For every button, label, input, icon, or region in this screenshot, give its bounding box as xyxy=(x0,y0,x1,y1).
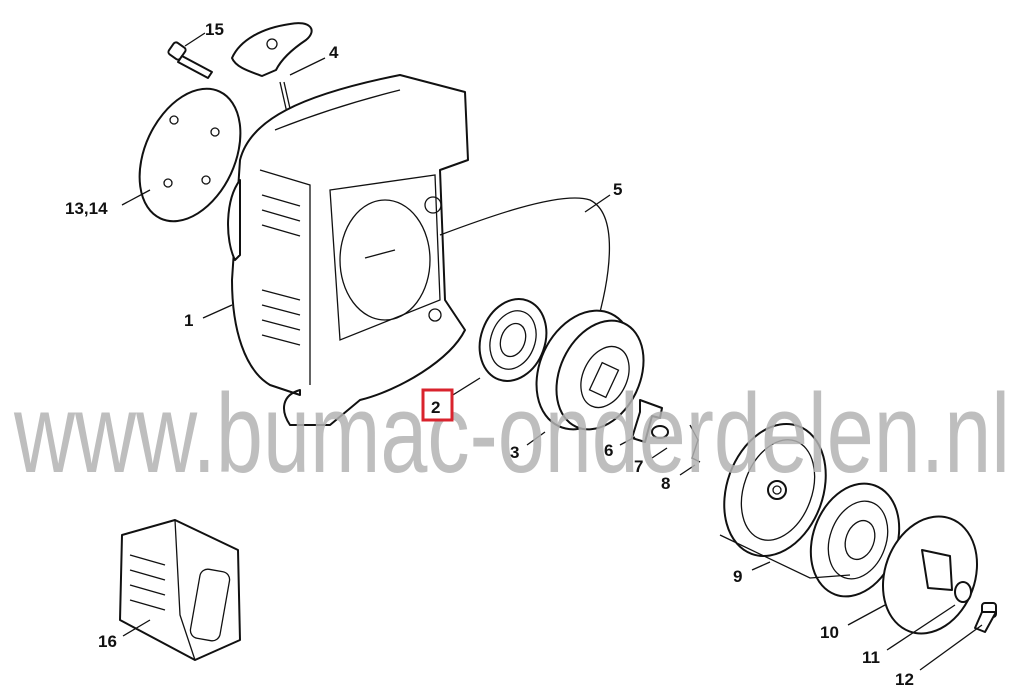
part-4-starter-grip xyxy=(231,22,313,136)
part-11-washer xyxy=(954,581,972,603)
callout-3: 3 xyxy=(510,443,519,462)
callout-16: 16 xyxy=(98,632,117,651)
callout-8: 8 xyxy=(661,474,670,493)
callout-13-14: 13,14 xyxy=(65,199,108,218)
part-8-spring-clip xyxy=(689,424,701,463)
callout-10: 10 xyxy=(820,623,839,642)
callout-2: 2 xyxy=(431,398,440,417)
part-13-14-cover xyxy=(138,87,242,223)
leader-lines xyxy=(121,32,983,671)
part-9-spring-cassette xyxy=(809,482,901,598)
callout-5: 5 xyxy=(613,180,622,199)
part-1-fan-housing xyxy=(227,74,469,426)
part-10-cover-plate xyxy=(881,515,979,635)
callout-4: 4 xyxy=(329,43,339,62)
part-2-rewind-spring xyxy=(478,298,548,382)
callout-9: 9 xyxy=(733,567,742,586)
part-9-starter-cup xyxy=(723,423,827,557)
callout-11: 11 xyxy=(862,648,880,667)
callout-7: 7 xyxy=(634,457,643,476)
part-7-washer xyxy=(651,425,669,439)
callout-6: 6 xyxy=(604,441,613,460)
highlight-box xyxy=(421,388,454,422)
watermark: www.bumac-onderdelen.nl xyxy=(13,371,1010,496)
part-5-starter-rope xyxy=(439,197,611,331)
part-15-screw xyxy=(167,41,213,79)
callout-12: 12 xyxy=(895,670,914,689)
part-3-rope-rotor xyxy=(535,309,645,431)
part-16-intake-cover xyxy=(119,519,241,661)
callout-1: 1 xyxy=(184,311,193,330)
callout-15: 15 xyxy=(205,20,224,39)
part-6-pawl xyxy=(631,399,663,443)
